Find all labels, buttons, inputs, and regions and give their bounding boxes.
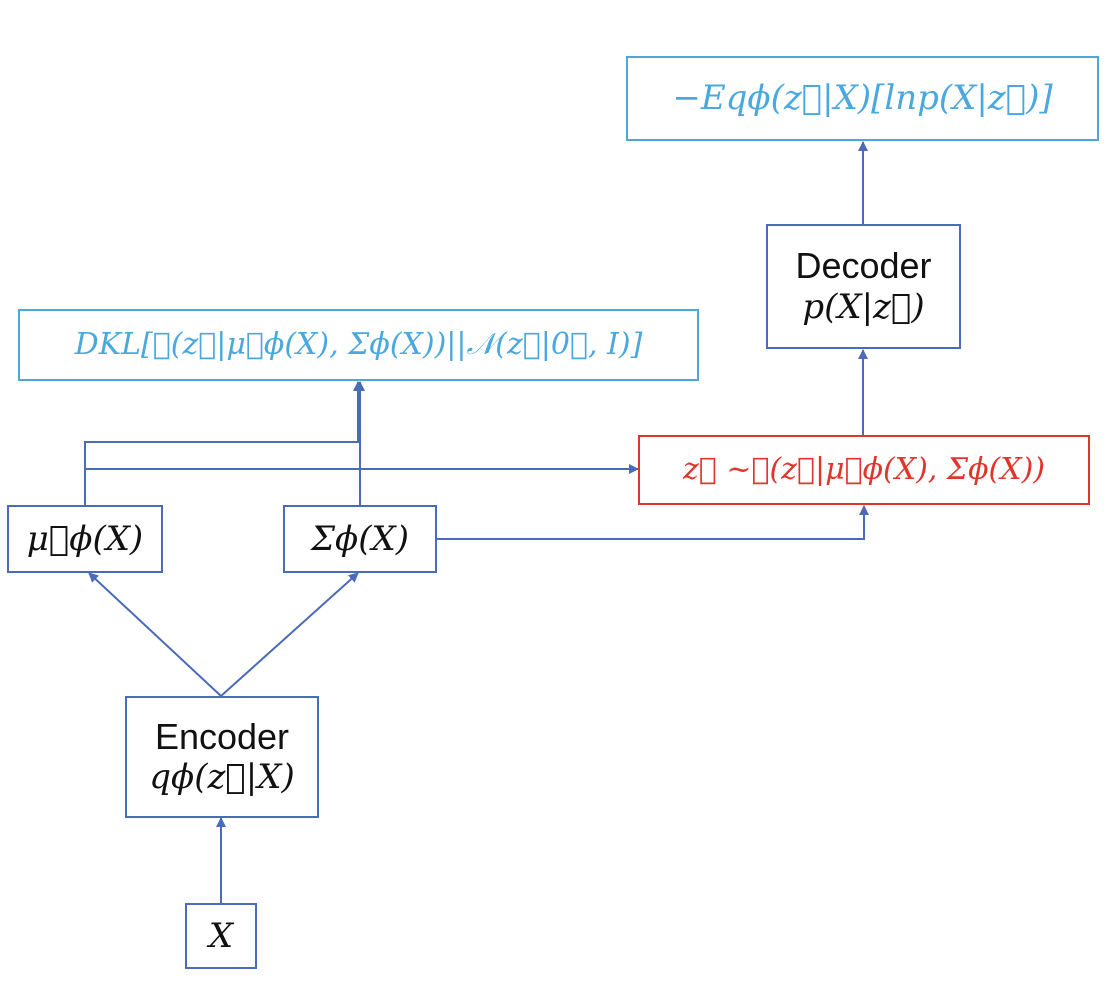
recon-term-formula: −Eqϕ(z⃗|X)[lnp(X|z⃗)] xyxy=(672,78,1053,119)
recon-term-box: −Eqϕ(z⃗|X)[lnp(X|z⃗)] xyxy=(626,56,1099,141)
input-box: X xyxy=(185,903,257,969)
input-label: X xyxy=(208,915,234,956)
encoder-title: Encoder xyxy=(154,715,290,757)
sigma-formula: Σϕ(X) xyxy=(311,518,409,559)
mu-box: μ⃗ϕ(X) xyxy=(7,505,163,573)
arrow-encoder-to-mu xyxy=(88,572,222,697)
sample-box: z⃗ ~𝒩(z⃗|μ⃗ϕ(X), Σϕ(X)) xyxy=(638,435,1090,505)
kl-term-formula: DKL[𝒩(z⃗|μ⃗ϕ(X), Σϕ(X))||𝒩(z⃗|0⃗, I)] xyxy=(74,327,643,362)
decoder-box: Decoder p(X|z⃗) xyxy=(766,224,961,349)
mu-formula: μ⃗ϕ(X) xyxy=(26,518,144,559)
encoder-box: Encoder qϕ(z⃗|X) xyxy=(125,696,319,818)
sigma-box: Σϕ(X) xyxy=(283,505,437,573)
arrow-encoder-to-sigma xyxy=(220,572,359,697)
arrow-mu-to-kl xyxy=(84,381,363,506)
arrow-sigma-to-sample xyxy=(437,505,869,540)
decoder-title: Decoder xyxy=(795,245,932,287)
kl-term-box: DKL[𝒩(z⃗|μ⃗ϕ(X), Σϕ(X))||𝒩(z⃗|0⃗, I)] xyxy=(18,309,699,381)
decoder-formula: p(X|z⃗) xyxy=(802,286,925,327)
encoder-formula: qϕ(z⃗|X) xyxy=(149,757,295,798)
sample-formula: z⃗ ~𝒩(z⃗|μ⃗ϕ(X), Σϕ(X)) xyxy=(682,452,1046,487)
